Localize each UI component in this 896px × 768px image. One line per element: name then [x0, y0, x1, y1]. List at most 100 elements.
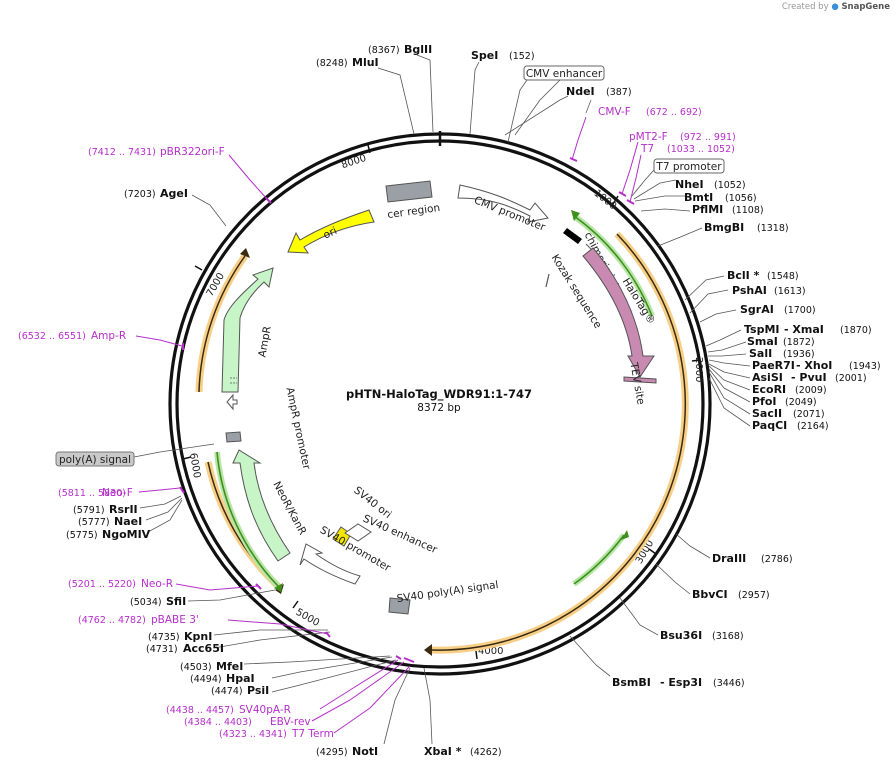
polya-box — [225, 431, 242, 443]
enzyme-name: NaeI — [114, 515, 142, 528]
ori-label: ori — [321, 225, 338, 242]
orf-green-halo-line — [573, 215, 653, 317]
orf-arc-amp-head — [240, 248, 250, 258]
primer-range: (4384 .. 4403) — [184, 717, 252, 728]
enzyme-name: EcoRI — [752, 383, 786, 396]
leader-line — [684, 275, 725, 301]
enzyme-name: BglII — [404, 43, 432, 56]
enzyme-pos: (2164) — [797, 421, 829, 432]
primer-range: (972 .. 991) — [680, 132, 736, 143]
primer-name: Neo-F — [102, 487, 133, 499]
enzyme-name-2-text: Esp3I — [668, 676, 702, 689]
leader-line — [657, 227, 703, 247]
enzyme-pos: (4295) — [316, 747, 348, 758]
t7-promoter-pointer — [631, 169, 655, 197]
orf-green-neo-line — [216, 451, 279, 587]
enzyme-pos: (5034) — [130, 597, 162, 608]
leader-line — [147, 499, 183, 533]
primer-leader — [571, 116, 587, 161]
primer-mark — [618, 191, 627, 197]
leader-line — [708, 359, 751, 367]
orf-green-halo-head — [571, 210, 580, 221]
leader-line — [705, 329, 742, 347]
primer-range: (5811 .. 5830) — [58, 488, 126, 499]
enzyme-name-2: - XhoI — [796, 359, 832, 372]
enzyme-pos: (1052) — [714, 180, 746, 191]
sv40-polya-box — [388, 597, 411, 615]
leader-line — [243, 655, 391, 665]
snapgene-logo-icon: ● — [831, 2, 839, 12]
enzyme-pos: (7203) — [124, 189, 156, 200]
enzyme-name: DraIII — [712, 552, 746, 565]
leader-line — [634, 195, 685, 202]
ampr-promoter-arrow — [226, 393, 238, 411]
leader-line — [383, 667, 411, 745]
tick-label: 2000 — [693, 357, 704, 382]
primer-range: (7412 .. 7431) — [88, 147, 156, 158]
enzyme-name: PaqCI — [752, 419, 787, 432]
primer-mark — [569, 157, 578, 162]
cmv-promoter-arrow — [457, 184, 549, 223]
leader-line — [139, 495, 182, 509]
credit-brand: SnapGene — [841, 2, 890, 12]
tick-label: 6000 — [187, 452, 202, 479]
enzyme-name-2: - XmaI — [784, 323, 824, 336]
tick-mark — [475, 650, 478, 660]
primer-leader — [228, 154, 269, 201]
neor-kanr-arrow — [232, 449, 291, 562]
primer-leader — [319, 659, 399, 710]
orf-arc-amp-line — [198, 255, 246, 393]
enzyme-pos: (4494) — [190, 674, 222, 685]
orf-arcs — [195, 231, 689, 656]
tick-mark — [612, 195, 619, 205]
leader-line — [271, 659, 397, 693]
plasmid-length: 8372 bp — [417, 402, 461, 414]
kozak-marker — [545, 273, 550, 288]
sv40-promoter-arrow — [299, 543, 361, 585]
primer-name: CMV-F — [598, 106, 631, 118]
enzyme-name: Bsu36I — [660, 629, 702, 642]
primer-range: (672 .. 692) — [646, 107, 702, 118]
neor-kanr-label: NeoR/KanR — [270, 480, 308, 537]
enzyme-pos: (1548) — [767, 271, 799, 282]
leader-line — [191, 194, 227, 227]
primer-leader — [333, 665, 411, 734]
cer-region-label: cer region — [387, 202, 441, 221]
enzyme-pos: (2049) — [785, 397, 817, 408]
leader-line — [675, 533, 711, 559]
sv40-polya-label: SV40 poly(A) signal — [396, 579, 499, 605]
enzyme-pos: (4503) — [180, 662, 212, 673]
enzyme-name: PfoI — [752, 395, 777, 408]
leader-line — [145, 497, 183, 521]
leader-line — [708, 353, 747, 357]
t7-promoter-label: T7 promoter — [655, 161, 722, 173]
enzyme-pos: (1318) — [757, 223, 789, 234]
enzyme-name: BmgBI — [704, 221, 744, 234]
leader-line — [689, 289, 729, 314]
enzyme-pos: (3446) — [713, 678, 745, 689]
enzyme-pos: (3168) — [712, 631, 744, 642]
enzyme-pos: (4731) — [146, 644, 178, 655]
ampr-promoter-label: AmpR promoter — [283, 386, 312, 471]
sv40-enhancer-box — [344, 523, 372, 542]
leader-line — [707, 341, 747, 353]
orf-green-lower-line — [573, 534, 625, 585]
tick-mark — [691, 359, 701, 362]
primer-leader — [311, 661, 405, 722]
primer-mark — [626, 199, 635, 205]
enzyme-pos: (1613) — [774, 286, 806, 297]
enzyme-name: BmtI — [684, 191, 713, 204]
tick-mark — [182, 456, 192, 460]
leader-line — [133, 443, 215, 458]
primer-mark — [408, 659, 415, 663]
enzyme-name-2-text: XmaI — [792, 323, 823, 336]
leader-line — [377, 67, 415, 135]
orf-green-neo-head — [274, 583, 283, 592]
enzyme-labels: (8367) BglII (8248) MluI SpeI (152) NdeI… — [66, 43, 881, 758]
leader-line — [507, 79, 528, 143]
enzyme-pos: (5775) — [66, 530, 98, 541]
primer-leaders — [135, 116, 642, 734]
enzyme-name: PshAI — [732, 284, 767, 297]
chimeric-intron-box — [563, 228, 582, 244]
primer-leader — [175, 583, 259, 591]
